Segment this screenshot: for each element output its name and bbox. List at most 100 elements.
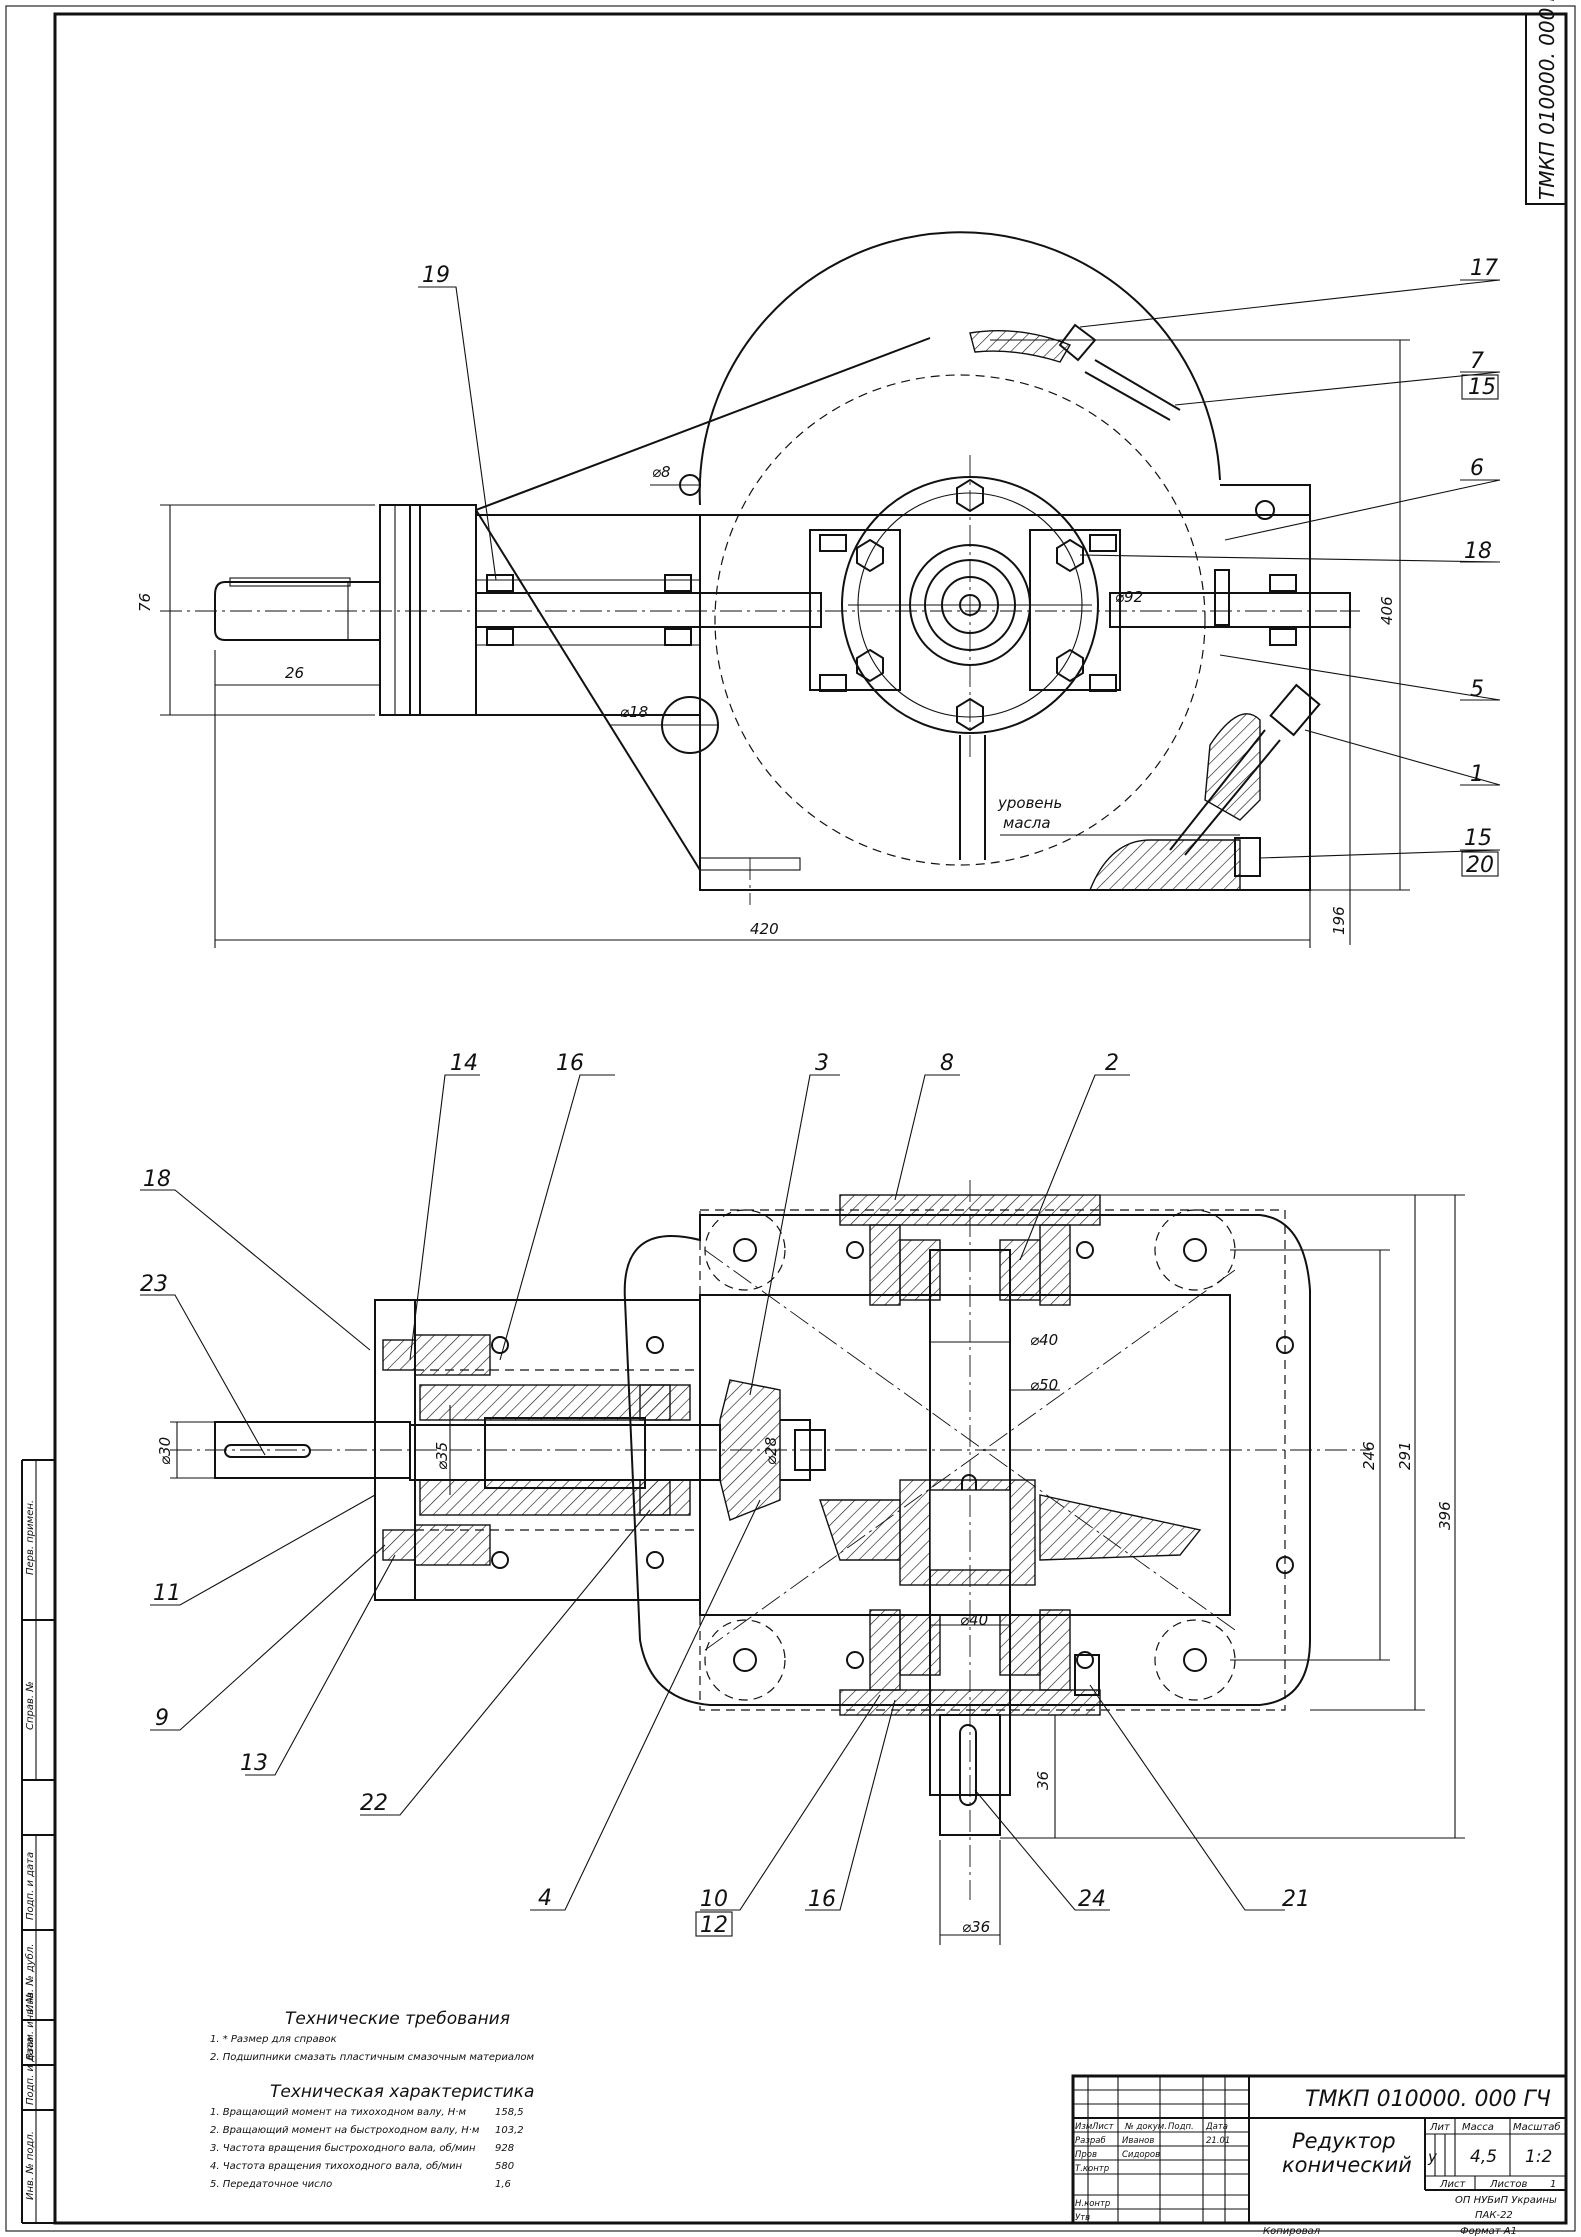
callout-10: 10: [700, 1887, 728, 1912]
callout-15: 15: [1464, 826, 1492, 851]
input-shaft: [214, 581, 380, 641]
dim-396: 396: [1436, 1501, 1454, 1530]
tb-prov: Пров: [1075, 2150, 1097, 2160]
dim-d36: ⌀36: [962, 1918, 990, 1936]
key-slot: [229, 577, 351, 587]
dim-36: 36: [1034, 1771, 1052, 1790]
tb-head-scale: Масштаб: [1513, 2121, 1561, 2133]
callout-1: 1: [1470, 762, 1484, 787]
tb-title-1: Редуктор: [1292, 2129, 1396, 2153]
tech-char-val-3: 928: [495, 2143, 514, 2154]
callout-21: 21: [1282, 1887, 1310, 1912]
tb-sheets-label: Листов: [1489, 2179, 1527, 2190]
bottom-view: ⌀30 ⌀35 ⌀28 ⌀40 ⌀50 ⌀40 ⌀36 246 291 396 …: [140, 1051, 1465, 1945]
tb-org-1: ОП НУБиП Украины: [1455, 2195, 1557, 2206]
tb-sheet-label: Лист: [1439, 2179, 1467, 2190]
dim-26: 26: [285, 664, 304, 682]
tb-tkontr: Т.контр: [1075, 2164, 1109, 2174]
dim-d50: ⌀50: [1030, 1376, 1058, 1394]
tb-copied: Копировал: [1263, 2226, 1321, 2237]
input-sleeve-bottom: [419, 1479, 671, 1516]
oil-level-label-2: масла: [1003, 814, 1051, 832]
tb-utv: Утв: [1075, 2213, 1090, 2223]
dim-246: 246: [1360, 1441, 1378, 1470]
tech-char-row-1: 1. Вращающий момент на тихоходном валу, …: [210, 2107, 466, 2118]
tb-mass: 4,5: [1470, 2147, 1497, 2167]
tech-req-1: 1. * Размер для справок: [210, 2034, 337, 2045]
callout-20-box: 20: [1466, 853, 1494, 878]
callout-19: 19: [422, 263, 450, 288]
tech-char-row-3: 3. Частота вращения быстроходного вала, …: [210, 2142, 476, 2154]
tb-doc-code: ТМКП 010000. 000 ГЧ: [1305, 2087, 1551, 2112]
stamp-inv-podl: Инв. № подл.: [25, 2131, 36, 2200]
input-shaft-bottom: [409, 1424, 721, 1481]
tb-date: Дата: [1205, 2122, 1228, 2132]
oil-sump-section: [1088, 839, 1241, 891]
tb-format: Формат А1: [1460, 2226, 1517, 2237]
stamp-inv-dubl: Инв. № дубл.: [24, 1944, 36, 2012]
oil-level-label-1: уровень: [997, 794, 1062, 812]
bottom-housing-outline: [623, 1214, 1311, 1706]
tb-razrab: Разраб: [1075, 2136, 1106, 2146]
dim-291: 291: [1396, 1441, 1414, 1470]
tb-checker: Сидоров: [1122, 2150, 1160, 2160]
tech-char-val-5: 1,6: [495, 2179, 511, 2190]
corner-code-stamp: ТМКП 010000. 000 ГЧ: [1525, 0, 1567, 205]
tech-char-title: Техническая характеристика: [270, 2082, 534, 2102]
callout-15-box: 15: [1468, 375, 1496, 400]
tech-req-title: Технические требования: [285, 2009, 510, 2029]
dim-d92: ⌀92: [1115, 588, 1143, 606]
tech-req-2: 2. Подшипники смазать пластичным смазочн…: [210, 2052, 534, 2063]
tb-izm: Изм: [1075, 2122, 1093, 2132]
frame-border: [53, 12, 1568, 2225]
dim-196: 196: [1330, 906, 1348, 935]
callout-2: 2: [1105, 1051, 1119, 1076]
housing-arc: [698, 231, 1221, 506]
callout-6: 6: [1470, 456, 1484, 481]
callout-18-bottom: 18: [143, 1167, 171, 1192]
top-cover-section: [969, 330, 1072, 363]
corner-doc-code: ТМКП 010000. 000 ГЧ: [1535, 0, 1559, 200]
housing-body: [699, 514, 1311, 891]
dim-d40-top: ⌀40: [1030, 1331, 1058, 1349]
stamp-podp-data-1: Подп. и дата: [25, 1852, 36, 1920]
drain-plug: [1234, 837, 1261, 877]
tb-list: Лист: [1091, 2122, 1115, 2132]
tb-head-lit: Лит: [1429, 2122, 1451, 2133]
tech-char-row-4: 4. Частота вращения тихоходного вала, об…: [210, 2160, 463, 2172]
bevel-gear-right: [1039, 1494, 1202, 1561]
stamp-perv-primen: Перв. примен.: [25, 1500, 36, 1575]
callout-8: 8: [940, 1051, 954, 1076]
title-block: Изм Лист № докум. Подп. Дата Разраб Иван…: [1071, 2074, 1568, 2237]
tb-org-2: ПАК-22: [1475, 2210, 1513, 2221]
stamp-podp-data-2: Подп. и дата: [25, 2037, 36, 2105]
tb-nkontr: Н.контр: [1075, 2199, 1110, 2209]
dipstick: [1169, 729, 1266, 851]
input-sleeve-top: [419, 1384, 671, 1421]
callout-13: 13: [240, 1751, 268, 1776]
side-stamp: Перв. примен. Справ. № Подп. и дата Инв.…: [21, 1459, 55, 2224]
stamp-sprav: Справ. №: [25, 1681, 36, 1730]
tb-head-mass: Масса: [1462, 2122, 1494, 2133]
tb-date-value: 21.01: [1206, 2136, 1230, 2146]
top-view: 76 26 420 406 196 ⌀8 ⌀18 ⌀92 уровень мас…: [136, 231, 1501, 948]
callout-22: 22: [360, 1791, 388, 1816]
callout-12-box: 12: [700, 1913, 728, 1938]
tech-char-row-2: 2. Вращающий момент на быстроходном валу…: [210, 2124, 480, 2136]
tb-lit: у: [1427, 2148, 1438, 2166]
gear-pitch-circle: [714, 374, 1206, 866]
callout-23: 23: [140, 1272, 168, 1297]
tech-char-row-5: 5. Передаточное число: [210, 2179, 332, 2190]
outer-border: [5, 5, 1576, 2232]
tb-sign: Подп.: [1168, 2122, 1194, 2132]
callout-17: 17: [1470, 256, 1498, 281]
dim-d40-bottom: ⌀40: [960, 1611, 988, 1629]
end-cover: [379, 504, 477, 716]
tech-char-val-2: 103,2: [495, 2125, 524, 2136]
callout-18: 18: [1464, 539, 1492, 564]
callout-16-top: 16: [556, 1051, 584, 1076]
callout-4: 4: [538, 1886, 552, 1911]
callout-9: 9: [155, 1706, 169, 1731]
tb-sheets-value: 1: [1550, 2179, 1556, 2190]
